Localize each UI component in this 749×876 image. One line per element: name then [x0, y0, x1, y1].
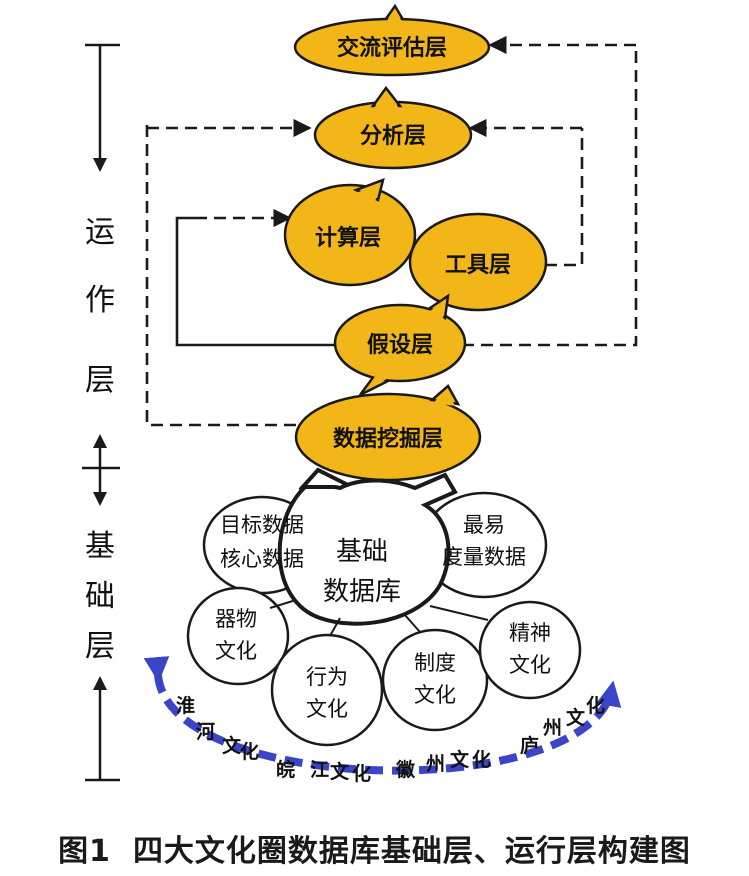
spirit-line2: 文化 [509, 653, 551, 677]
measure-data-label: 度量数据 [442, 545, 526, 569]
side-char-6: 层 [85, 629, 115, 664]
huizhou-char-2: 州 [426, 753, 445, 775]
core-db-line2: 数据库 [323, 577, 401, 607]
side-char-1: 运 [85, 215, 115, 250]
core-db-line1: 基础 [336, 537, 388, 567]
foundation-group: 目标数据 核心数据 最易 度量数据 基础 数据库 器物 文化 行为 文化 制度 … [186, 467, 582, 747]
luzhou-char-3: 文 [566, 706, 586, 729]
huaihe-char-2: 河 [196, 721, 215, 743]
node-data-mining: 数据挖掘层 [294, 384, 482, 482]
luzhou-char-1: 庐 [520, 734, 539, 757]
luzhou-char-4: 化 [586, 694, 605, 717]
spirit-line1: 精神 [509, 621, 551, 645]
target-data-label: 目标数据 [220, 513, 304, 537]
institution-line1: 制度 [414, 651, 456, 675]
institution-line2: 文化 [414, 683, 456, 707]
wanjiang-char-3: 文 [330, 760, 350, 783]
tools-to-analysis-connector [545, 128, 584, 267]
diagram-canvas: 运 作 层 基 础 层 交流评估层 分析层 计算层 工具层 [82, 3, 638, 785]
connector-lines [145, 35, 638, 427]
side-char-4: 基 [85, 529, 115, 564]
evaluation-label: 交流评估层 [337, 35, 447, 61]
spirit-culture-node [478, 600, 582, 700]
behavior-line1: 行为 [306, 665, 348, 689]
hypothesis-label: 假设层 [367, 333, 433, 358]
artifact-line1: 器物 [215, 607, 257, 631]
behavior-culture-node [270, 633, 384, 747]
node-hypothesis: 假设层 [333, 293, 467, 397]
huaihe-char-3: 文 [222, 734, 242, 757]
artifact-culture-node [186, 586, 290, 686]
node-analysis: 分析层 [313, 85, 473, 170]
regional-culture-arc [143, 656, 622, 775]
huaihe-char-1: 淮 [176, 695, 195, 717]
side-char-2: 作 [85, 283, 115, 318]
luzhou-char-2: 州 [543, 717, 562, 739]
hypothesis-to-eval-connector [462, 45, 638, 347]
side-char-5: 础 [85, 579, 115, 614]
tools-label: 工具层 [445, 253, 511, 278]
node-evaluation: 交流评估层 [293, 3, 491, 77]
foundation-layer-side-label: 基 础 层 [85, 529, 115, 664]
huaihe-char-4: 化 [240, 740, 259, 763]
core-database-node [277, 472, 458, 626]
wanjiang-char-1: 皖 [276, 758, 295, 781]
mining-to-analysis-connector [145, 125, 300, 427]
side-axis [82, 43, 120, 782]
wanjiang-char-2: 江 [310, 759, 329, 781]
operation-layer-side-label: 运 作 层 [85, 215, 115, 398]
side-char-3: 层 [85, 363, 115, 398]
figure-number: 图1 [58, 834, 111, 869]
figure-title: 四大文化圈数据库基础层、运行层构建图 [132, 834, 691, 869]
hypothesis-to-calc-solid [175, 216, 338, 347]
regional-culture-labels: 淮 河 文 化 皖 江 文 化 徽 州 文 化 庐 州 文 化 [176, 694, 605, 785]
wanjiang-char-4: 化 [352, 762, 371, 785]
huizhou-char-1: 徽 [395, 758, 416, 781]
huizhou-char-3: 文 [450, 748, 470, 771]
node-tools: 工具层 [408, 212, 548, 312]
calculation-label: 计算层 [315, 225, 381, 251]
core-data-label: 核心数据 [220, 547, 304, 571]
data-mining-label: 数据挖掘层 [333, 426, 443, 452]
analysis-label: 分析层 [360, 124, 426, 149]
node-calculation: 计算层 [283, 178, 417, 287]
institution-culture-node [381, 628, 489, 732]
easy-label: 最易 [463, 513, 505, 537]
huizhou-char-4: 化 [472, 748, 491, 771]
behavior-line2: 文化 [306, 697, 348, 721]
figure-caption: 图1 四大文化圈数据库基础层、运行层构建图 [0, 826, 749, 870]
artifact-line2: 文化 [215, 639, 257, 663]
